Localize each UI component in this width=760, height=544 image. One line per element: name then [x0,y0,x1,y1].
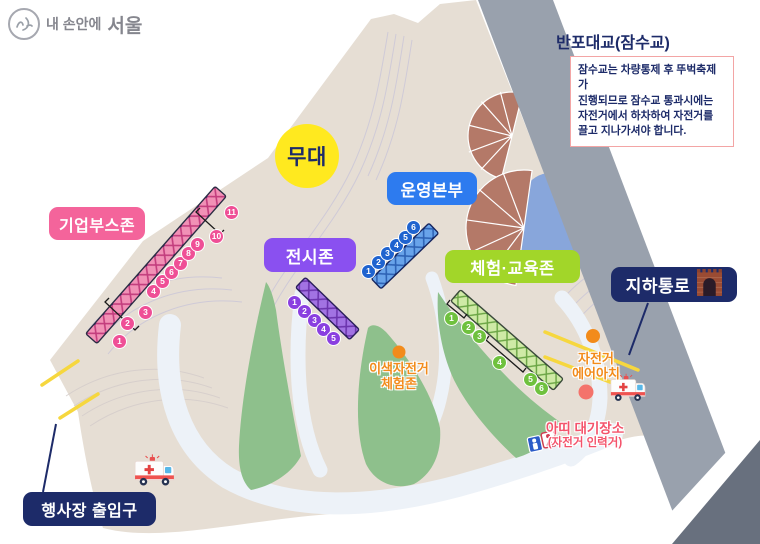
seoul-logo-icon [8,8,40,40]
zone-label-operations-hq: 운영본부 [387,172,477,205]
tunnel-icon [697,268,723,301]
air-arch-dot [586,329,600,343]
site-logo: 내 손안에 서울 [8,8,142,40]
restroom-icon [526,430,558,453]
atti-waiting-subtext: (자전거 인력거) [547,436,623,449]
booth-number-experience-1: 1 [444,311,459,326]
corporate-booth-row [85,186,227,344]
zone-label-corporate-booth: 기업부스존 [49,207,145,240]
poi-label-atti-waiting: 아띠 대기장소 (자전거 인력거) [508,405,662,466]
logo-text-seoul: 서울 [107,15,143,37]
booth-number-corporate-11: 11 [224,205,239,220]
atti-waiting-dot [578,384,594,400]
booth-number-exhibition-6: 6 [406,220,421,235]
atti-waiting-text: 아띠 대기장소 [545,420,625,436]
road-gap [641,423,760,544]
underground-passage-text: 지하통로 [625,277,691,296]
zone-label-exhibition: 전시존 [264,238,356,272]
zone-label-event-entrance: 행사장 출입구 [23,492,156,526]
booth-number-experience-6: 6 [534,381,549,396]
underpass-connector-line [628,302,649,356]
experience-booth-row [450,289,564,391]
zone-label-experience-education: 체험·교육존 [445,250,580,283]
booth-number-experience-2: 2 [461,320,476,335]
booth-number-corporate-10: 10 [209,229,224,244]
entrance-marker-lines [40,359,100,420]
poi-label-unique-bike-zone: 이색자전거 체험존 [369,361,429,392]
logo-text: 내 손안에 [46,16,102,32]
booth-number-experience-3: 3 [472,329,487,344]
bridge-road-lower [672,440,760,544]
booth-number-experience-5: 5 [523,372,538,387]
booth-number-purple-5: 5 [326,331,341,346]
unique-bike-zone-dot [392,345,406,359]
entrance-connector-line [42,423,57,493]
grass-areas [238,282,560,490]
booth-number-corporate-1: 1 [112,334,127,349]
booth-number-corporate-3: 3 [138,305,153,320]
bridge-title: 반포대교(잠수교) [556,35,670,52]
exhibition-booth-row-2 [295,277,360,340]
bridge-notice-box: 잠수교는 차량통제 후 뚜벅축제가 진행되므로 잠수교 통과시에는 자전거에서 … [570,56,734,147]
booth-number-corporate-2: 2 [120,316,135,331]
booth-number-experience-4: 4 [492,355,507,370]
booth-number-corporate-9: 9 [190,237,205,252]
stage-marker: 무대 [275,124,339,188]
poi-label-bike-air-arch: 자전거 에어아치 [572,351,620,382]
booth-number-corporate-4: 4 [146,284,161,299]
zone-label-underground-passage: 지하통로 [611,267,737,302]
